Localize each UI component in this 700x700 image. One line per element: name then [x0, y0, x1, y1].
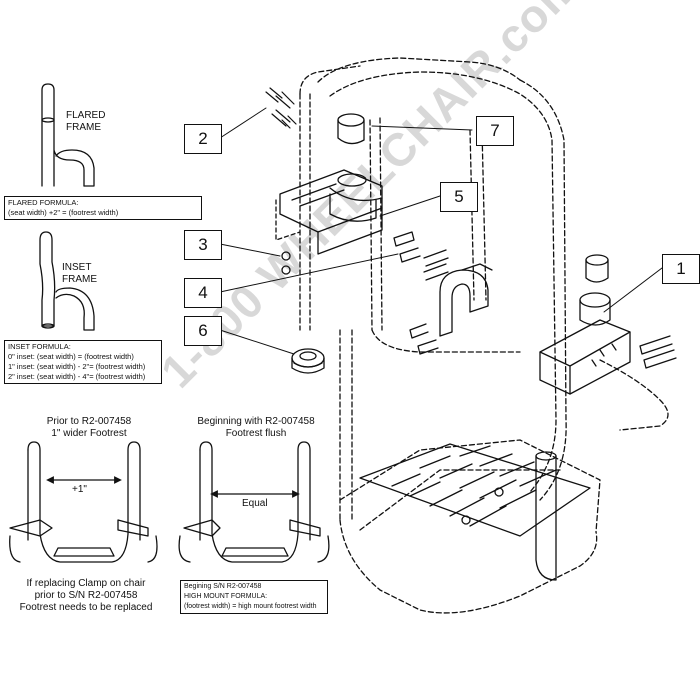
inner-clamp — [409, 263, 493, 355]
callout-2: 2 — [184, 124, 222, 154]
bolts-part-3-4 — [281, 231, 449, 281]
beginning-title: Beginning with R2-007458 Footrest flush — [197, 416, 315, 439]
beginning-footrest-drawing — [178, 441, 330, 563]
footplate — [359, 443, 591, 537]
clamp-part-1 — [539, 254, 677, 395]
callout-7: 7 — [476, 116, 514, 146]
prior-footrest-drawing — [9, 441, 158, 563]
prior-note: If replacing Clamp on chair prior to S/N… — [19, 578, 153, 613]
flared-frame-label: FLARED FRAME — [66, 110, 106, 133]
bolt-part-2 — [265, 87, 297, 129]
prior-title: Prior to R2-007458 1" wider Footrest — [46, 416, 132, 439]
inset-frame-drawing — [39, 231, 95, 331]
flared-formula-box: FLARED FORMULA: (seat width) +2" = (foot… — [4, 196, 202, 220]
beginning-dimension: Equal — [240, 498, 270, 510]
clamp-part-5 — [275, 169, 383, 255]
front-tube-right — [535, 451, 557, 581]
high-mount-formula-box: Begining S/N R2-007458 HIGH MOUNT FORMUL… — [180, 580, 328, 614]
inset-formula-box: INSET FORMULA: 0" inset: (seat width) = … — [4, 340, 162, 384]
cap-part-7 — [337, 113, 365, 145]
callout-leaders — [219, 107, 663, 355]
callout-3: 3 — [184, 230, 222, 260]
callout-6: 6 — [184, 316, 222, 346]
callout-5: 5 — [440, 182, 478, 212]
callout-4: 4 — [184, 278, 222, 308]
inset-frame-label: INSET FRAME — [62, 262, 97, 285]
bushing-part-6 — [291, 348, 325, 374]
callout-1: 1 — [662, 254, 700, 284]
prior-dimension: +1" — [72, 484, 87, 495]
flared-frame-drawing — [41, 83, 95, 187]
